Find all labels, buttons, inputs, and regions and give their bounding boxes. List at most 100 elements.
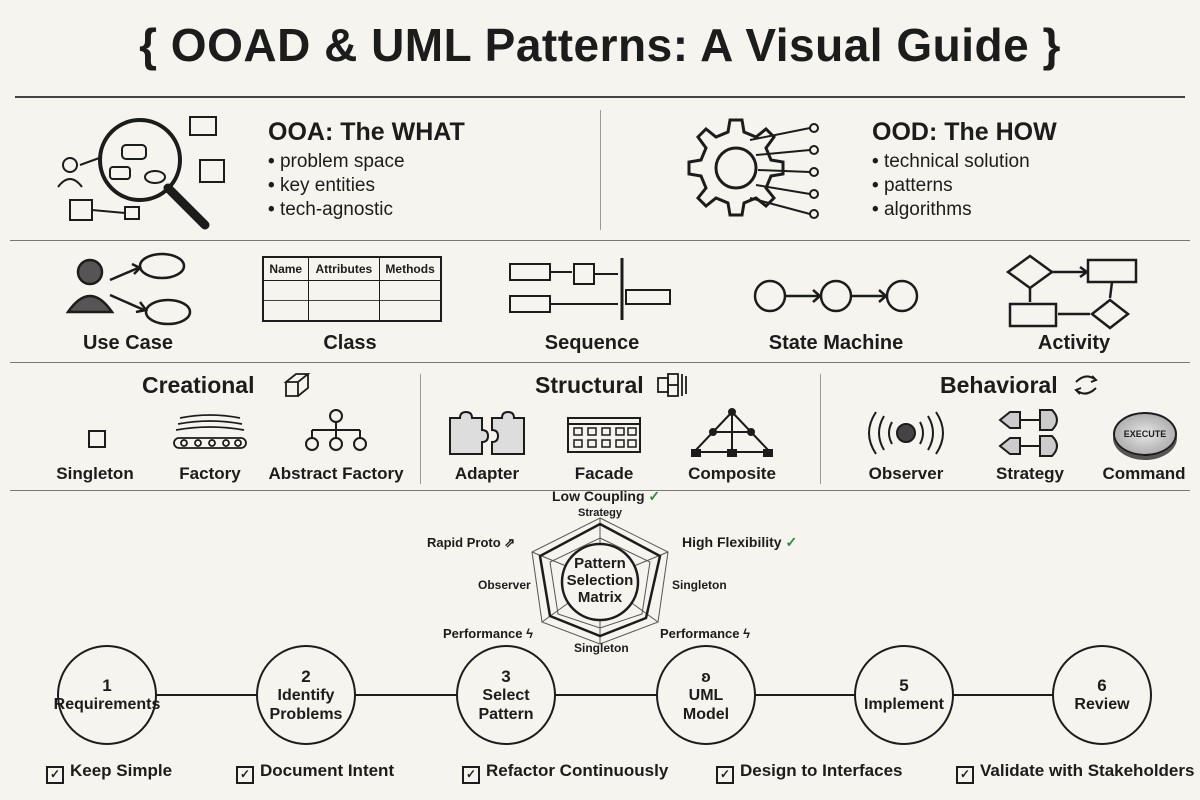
radar-axis-text: High Flexibility [682, 534, 782, 550]
radar-axis-text: Performance [443, 626, 523, 641]
radar-axis-label: Strategy [578, 507, 623, 519]
step-number: 5 [899, 676, 909, 695]
magnifier-analysis-icon [57, 116, 225, 230]
radar-axis-label: Singleton [574, 641, 629, 655]
pattern-label: Adapter [454, 464, 520, 483]
cube-icon [283, 373, 311, 397]
process-step: 1 Requirements [54, 645, 160, 745]
gear-circuit-icon [687, 118, 819, 219]
checklist-item: ✓ Design to Interfaces [716, 761, 903, 784]
radar-axis-label: Singleton [672, 578, 727, 592]
ood-bullet: patterns [872, 174, 1030, 198]
radar-center-line: Pattern [574, 555, 626, 572]
ood-heading: OOD: The HOW [872, 118, 1057, 146]
composite-tree-icon [691, 408, 773, 457]
ood-bullet: algorithms [872, 198, 1030, 222]
title-divider [15, 96, 1185, 98]
ooa-heading: OOA: The WHAT [268, 118, 465, 146]
pattern-label: Command [1102, 464, 1186, 483]
refresh-cycle-icon [1074, 375, 1098, 395]
radar-axis-label: Low Coupling ✓ [552, 488, 661, 504]
activity-label: Activity [1037, 332, 1111, 354]
execute-button-icon: EXECUTE [1113, 412, 1177, 456]
singleton-icon [88, 430, 106, 448]
class-column-header: Attributes [308, 258, 380, 281]
checklist-text: Document Intent [260, 761, 395, 780]
radar-axis-text: Performance [660, 626, 740, 641]
class-column: Methods [380, 258, 440, 320]
checklist-text: Design to Interfaces [740, 761, 903, 780]
step-number: 6 [1097, 676, 1107, 695]
ooa-bullet: tech-agnostic [268, 198, 405, 222]
structure-grid-icon [657, 373, 687, 397]
class-label: Class [323, 332, 377, 354]
checklist-item: ✓ Keep Simple [46, 761, 173, 784]
ood-bullet-list: technical solution patterns algorithms [872, 150, 1030, 222]
checklist-text: Refactor Continuously [486, 761, 669, 780]
pattern-label: Observer [868, 464, 944, 483]
step-label: UML Model [682, 686, 730, 723]
page-title: { OOAD & UML Patterns: A Visual Guide } [139, 19, 1061, 71]
checklist-item: ✓ Refactor Continuously [462, 761, 669, 784]
class-column: Name [264, 258, 309, 320]
ooa-bullet: problem space [268, 150, 405, 174]
pattern-radar-chart [531, 517, 669, 645]
step-number: 1 [102, 676, 112, 695]
ood-bullet: technical solution [872, 150, 1030, 174]
factory-conveyor-icon [173, 414, 247, 449]
step-label: Requirements [53, 696, 161, 713]
section-divider [600, 110, 601, 230]
step-number: 3 [501, 666, 511, 686]
checklist-text: Validate with Stakeholders [980, 761, 1195, 780]
creational-heading: Creational [142, 372, 255, 398]
step-number: 2 [301, 666, 311, 686]
process-timeline-line [60, 694, 1150, 696]
pattern-label: Composite [688, 464, 776, 483]
radar-axis-label: High Flexibility ✓ [682, 534, 798, 550]
pattern-label: Factory [179, 464, 241, 483]
checkbox-icon: ✓ [462, 766, 480, 784]
sequence-diagram-icon [509, 258, 671, 320]
section-divider [10, 240, 1190, 241]
radar-center-label: Pattern Selection Matrix [560, 555, 640, 606]
checkbox-icon: ✓ [236, 766, 254, 784]
process-step: 6 Review [1052, 645, 1152, 745]
facade-building-icon [567, 417, 641, 453]
tree-hierarchy-icon [305, 409, 367, 451]
observer-broadcast-icon [868, 411, 944, 455]
step-number: ʚ [701, 666, 711, 686]
section-divider [420, 374, 421, 484]
execute-key-label: EXECUTE [1123, 429, 1167, 439]
use-case-icon [65, 252, 192, 326]
checkbox-icon: ✓ [716, 766, 734, 784]
radar-axis-label: Observer [478, 578, 531, 592]
pattern-label: Facade [574, 464, 634, 483]
class-column-header: Methods [380, 258, 440, 281]
radar-center-line: Selection [566, 572, 634, 589]
process-step: 2 Identify Problems [256, 645, 356, 745]
ooa-bullet-list: problem space key entities tech-agnostic [268, 150, 405, 222]
section-divider [820, 374, 821, 484]
step-label: Select Pattern [478, 686, 534, 723]
checklist-item: ✓ Document Intent [236, 761, 395, 784]
activity-diagram-icon [1005, 254, 1138, 330]
pattern-label: Strategy [995, 464, 1065, 483]
structural-heading: Structural [535, 372, 644, 398]
state-machine-icon [753, 279, 919, 313]
behavioral-heading: Behavioral [940, 372, 1058, 398]
process-step: ʚ UML Model [656, 645, 756, 745]
process-step: 5 Implement [854, 645, 954, 745]
step-label: Identify Problems [269, 686, 343, 723]
radar-axis-label: Performance ϟ [443, 626, 533, 641]
radar-center-line: Matrix [577, 589, 623, 606]
checklist-text: Keep Simple [70, 761, 173, 780]
strategy-switch-icon [998, 409, 1058, 457]
section-divider [10, 490, 1190, 491]
checkbox-icon: ✓ [46, 766, 64, 784]
class-diagram-table: Name Attributes Methods [262, 256, 442, 322]
puzzle-adapter-icon [449, 410, 525, 455]
section-divider [10, 362, 1190, 363]
use-case-label: Use Case [82, 332, 174, 354]
pattern-label: Abstract Factory [268, 464, 404, 483]
radar-axis-text: Low Coupling [552, 488, 645, 504]
